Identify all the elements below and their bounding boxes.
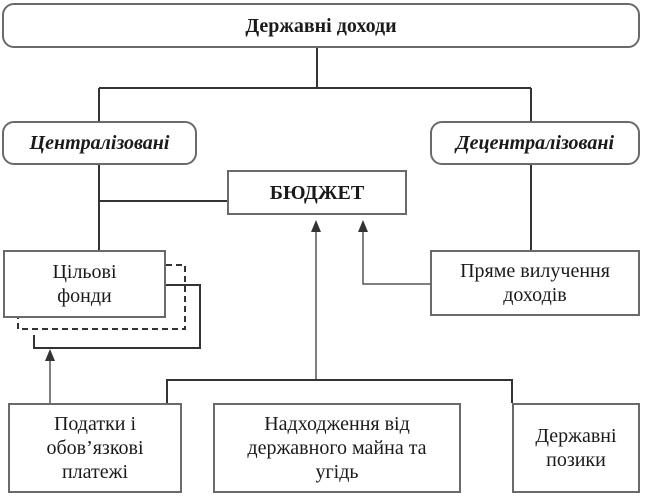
state-loans-box: Державні позики bbox=[512, 403, 640, 493]
direct-withdrawal-label: Пряме вилучення доходів bbox=[460, 260, 610, 306]
decentralized-box: Децентралізовані bbox=[430, 121, 640, 165]
budget-label: БЮДЖЕТ bbox=[269, 181, 365, 204]
target-funds-label: Цільові фонди bbox=[52, 261, 117, 307]
taxes-box: Податки і обов’язкові платежі bbox=[8, 403, 182, 493]
state-property-label: Надходження від державного майна та угід… bbox=[247, 413, 427, 483]
state-revenues-box: Державні доходи bbox=[2, 3, 640, 48]
decentralized-label: Децентралізовані bbox=[455, 132, 615, 154]
centralized-box: Централізовані bbox=[2, 121, 197, 165]
target-funds-box: Цільові фонди bbox=[3, 250, 166, 318]
direct-withdrawal-box: Пряме вилучення доходів bbox=[430, 250, 640, 316]
state-property-box: Надходження від державного майна та угід… bbox=[213, 403, 461, 493]
budget-box: БЮДЖЕТ bbox=[227, 170, 407, 215]
centralized-label: Централізовані bbox=[29, 132, 170, 154]
taxes-label: Податки і обов’язкові платежі bbox=[46, 413, 144, 483]
state-revenues-label: Державні доходи bbox=[245, 14, 397, 37]
state-loans-label: Державні позики bbox=[535, 425, 617, 471]
